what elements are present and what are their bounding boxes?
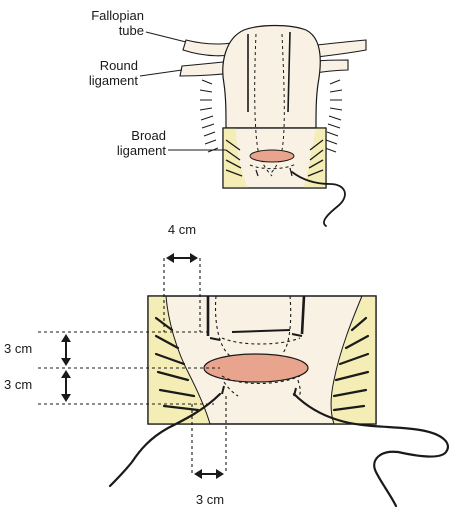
right-hatching bbox=[325, 80, 342, 152]
fallopian-tube-label: Fallopian tube bbox=[60, 8, 144, 38]
round-ligament-label-line2: ligament bbox=[50, 73, 138, 88]
round-ligament-label-line1: Round bbox=[50, 58, 138, 73]
round-ligament-leader bbox=[140, 70, 182, 76]
broad-ligament-label-line2: ligament bbox=[80, 143, 166, 158]
broad-ligament-label-line1: Broad bbox=[80, 128, 166, 143]
enlarged-view bbox=[38, 253, 448, 506]
top-width-label: 4 cm bbox=[152, 222, 212, 237]
fallopian-tube-leader bbox=[146, 32, 186, 42]
bottom-width-label: 3 cm bbox=[180, 492, 240, 507]
fallopian-tube-label-line1: Fallopian bbox=[60, 8, 144, 23]
left-hatching bbox=[200, 80, 218, 152]
lower-height-arrow bbox=[61, 370, 71, 402]
uterus-body bbox=[223, 26, 320, 129]
lower-height-label: 3 cm bbox=[4, 377, 48, 392]
upper-height-label: 3 cm bbox=[4, 341, 48, 356]
fallopian-tube-label-line2: tube bbox=[60, 23, 144, 38]
upper-height-arrow bbox=[61, 334, 71, 366]
incision-small bbox=[250, 150, 294, 162]
top-width-arrow bbox=[166, 253, 198, 263]
uterus-overview bbox=[140, 26, 366, 227]
round-ligament-label: Round ligament bbox=[50, 58, 138, 88]
bottom-width-arrow bbox=[194, 469, 224, 479]
broad-ligament-label: Broad ligament bbox=[80, 128, 166, 158]
